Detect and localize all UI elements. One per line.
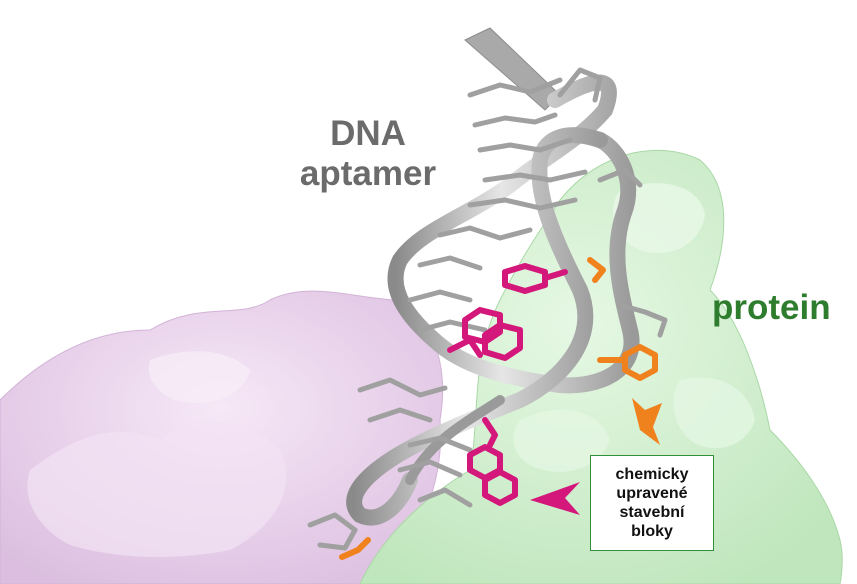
magenta-arrow xyxy=(530,482,580,515)
modified-blocks-orange xyxy=(339,257,658,560)
dna-bases xyxy=(307,67,668,551)
orange-arrow xyxy=(632,398,662,445)
dna-aptamer-label: DNA aptamer xyxy=(299,114,437,193)
modified-blocks-magenta xyxy=(447,263,568,506)
callout-label: chemicky upravené stavební bloky xyxy=(615,466,689,540)
callout-box: chemicky upravené stavební bloky xyxy=(590,455,714,551)
protein-label: protein xyxy=(712,288,831,327)
protein-surface-pink xyxy=(0,290,444,584)
